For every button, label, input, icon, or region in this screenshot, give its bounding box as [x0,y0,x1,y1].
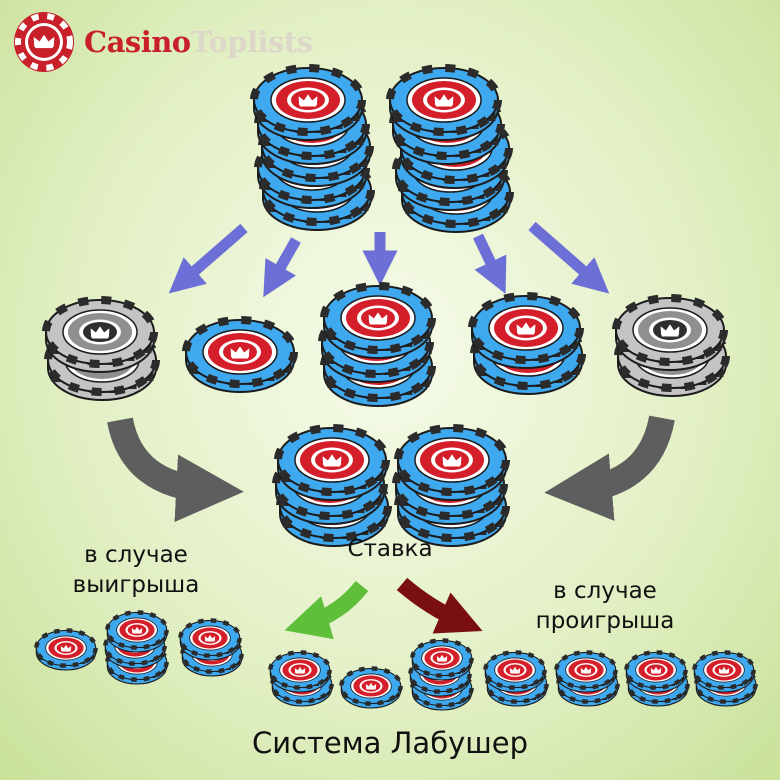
purple-arrow-icon [473,233,507,294]
purple-arrow-icon [168,223,248,294]
bet-label: Ставка [347,536,433,562]
brand-part-casino: Casino [84,25,191,59]
purple-arrow-icon [263,237,301,298]
bet-stack-left [276,428,388,546]
bet-stack-right [396,428,506,546]
top-stack-left [254,68,371,230]
win-label: в случае выигрыша [38,540,234,600]
top-stack-right [390,68,510,232]
loss-chips [270,640,755,710]
split-arrows [168,221,610,298]
win-label-line2: выигрыша [72,572,200,598]
green-arrow-icon [284,580,369,640]
brand-name: CasinoToplists [84,25,313,59]
purple-arrow-icon [528,221,610,294]
middle-grey-stack-right [616,298,726,396]
win-chips [36,612,241,684]
red-arrow-icon [396,577,483,634]
casino-toplists-logo: CasinoToplists [12,10,313,74]
win-label-line1: в случае [84,542,188,568]
brand-part-toplists: Toplists [190,25,313,59]
middle-blue-stack-2 [472,296,582,394]
middle-blue-chip-1 [186,320,294,392]
crown-chip-icon [14,12,74,72]
loss-label: в случае проигрыша [496,576,714,636]
middle-grey-stack-left [46,300,156,400]
middle-blue-stack-center [322,286,432,406]
grey-arrow-icon [544,415,675,521]
loss-label-line1: в случае [553,578,657,604]
loss-label-line2: проигрыша [535,608,675,634]
page-title: Система Лабушер [251,726,529,760]
grey-arrow-icon [107,417,244,523]
